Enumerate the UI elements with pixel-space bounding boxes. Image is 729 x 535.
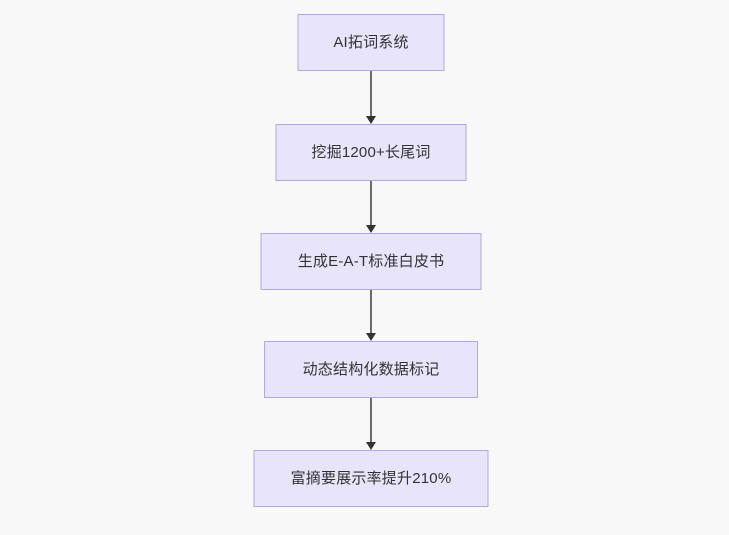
edge-line <box>370 398 372 443</box>
arrowhead-icon <box>366 225 376 233</box>
flow-node-label: 动态结构化数据标记 <box>302 361 440 378</box>
edge-line <box>370 181 372 226</box>
edge-node2-node3 <box>364 181 378 233</box>
edge-node3-node4 <box>364 290 378 341</box>
flow-node-ai-keyword-system[interactable]: AI拓词系统 <box>297 14 445 71</box>
flow-node-mine-longtail-keywords[interactable]: 挖掘1200+长尾词 <box>275 124 467 181</box>
edge-line <box>370 290 372 334</box>
arrowhead-icon <box>366 116 376 124</box>
flow-node-label: 生成E-A-T标准白皮书 <box>297 253 445 270</box>
flow-node-rich-snippet-impression-lift[interactable]: 富摘要展示率提升210% <box>253 450 489 507</box>
flow-node-dynamic-structured-data-markup[interactable]: 动态结构化数据标记 <box>264 341 478 398</box>
arrowhead-icon <box>366 333 376 341</box>
edge-node1-node2 <box>364 71 378 124</box>
edge-node4-node5 <box>364 398 378 450</box>
flow-node-label: 富摘要展示率提升210% <box>290 470 452 487</box>
edge-line <box>370 71 372 117</box>
flow-node-generate-eat-whitepaper[interactable]: 生成E-A-T标准白皮书 <box>260 233 482 290</box>
arrowhead-icon <box>366 442 376 450</box>
flow-node-label: AI拓词系统 <box>333 34 409 51</box>
flow-node-label: 挖掘1200+长尾词 <box>311 144 431 161</box>
